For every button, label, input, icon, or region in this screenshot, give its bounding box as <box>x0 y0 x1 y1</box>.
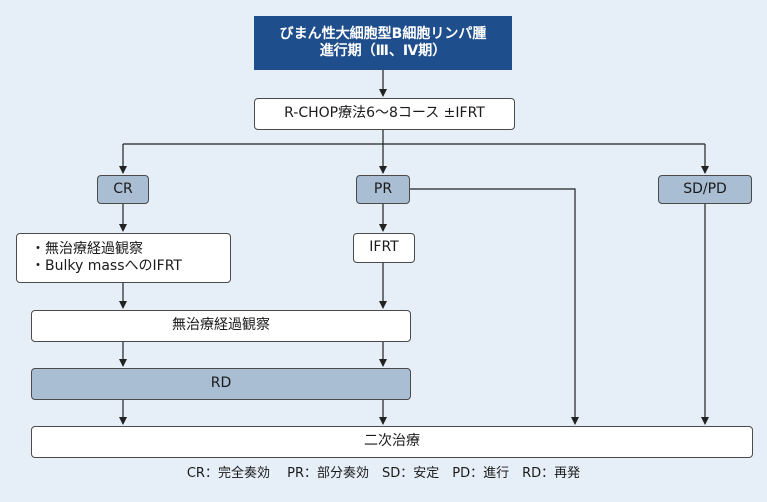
observation-box: 無治療経過観察 <box>31 310 411 342</box>
second-line-box: 二次治療 <box>31 426 753 458</box>
pr-box: PR <box>356 175 410 204</box>
title-line-2: 進行期（Ⅲ、Ⅳ期） <box>319 43 447 59</box>
cr-followup-item-2: ・Bulky massへのIFRT <box>31 258 182 274</box>
cr-followup-box: ・無治療経過観察 ・Bulky massへのIFRT <box>16 233 231 283</box>
rd-box: RD <box>31 368 411 400</box>
cr-followup-item-1: ・無治療経過観察 <box>31 240 143 257</box>
legend: CR：完全奏効 PR：部分奏効 SD：安定 PD：進行 RD：再発 <box>186 466 581 481</box>
cr-box: CR <box>97 175 149 204</box>
rchop-box: R-CHOP療法6～8コース ±IFRT <box>254 98 515 130</box>
arrow-pr-to-second-line <box>410 188 579 425</box>
sdpd-box: SD/PD <box>658 175 752 204</box>
title-box: びまん性大細胞型B細胞リンパ腫 進行期（Ⅲ、Ⅳ期） <box>254 16 512 70</box>
ifrt-box: IFRT <box>353 233 415 263</box>
title-line-1: びまん性大細胞型B細胞リンパ腫 <box>279 25 487 42</box>
